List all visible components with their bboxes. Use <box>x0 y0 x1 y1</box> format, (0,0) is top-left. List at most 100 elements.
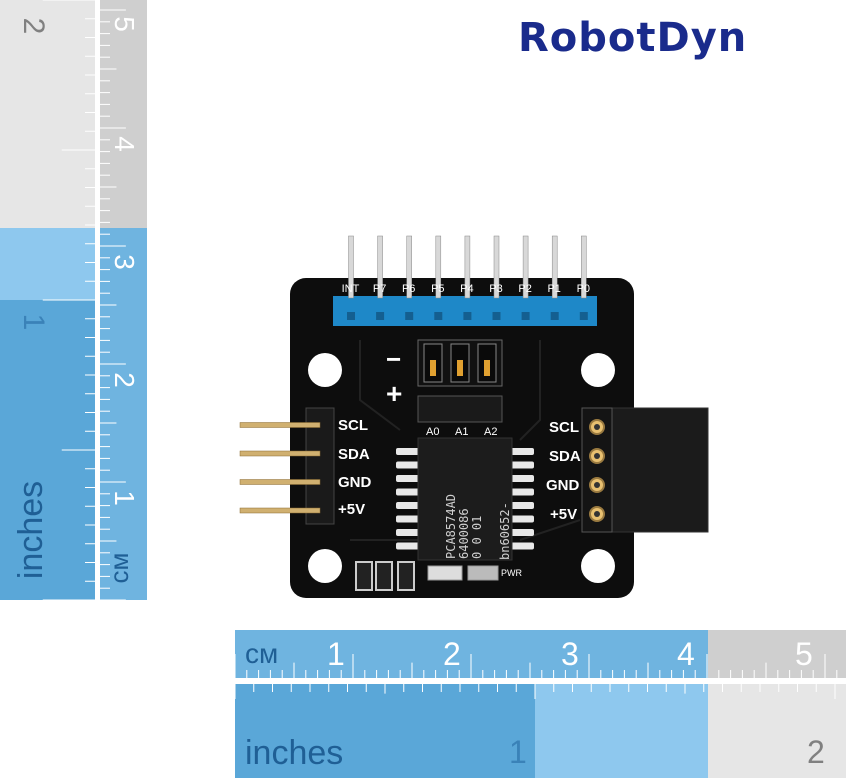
bottom-cm-ruler: см 1 2 3 4 5 <box>235 630 846 678</box>
top-pin <box>493 235 500 299</box>
pcf8574-chip <box>417 437 513 561</box>
mounting-hole-tr <box>581 353 615 387</box>
mounting-hole-bl <box>308 549 342 583</box>
bottom-inch-number-2: 2 <box>807 734 825 770</box>
mounting-hole-tl <box>308 353 342 387</box>
top-pin <box>435 235 442 299</box>
jumper-contact <box>457 360 463 376</box>
top-header-label: P4 <box>460 283 474 295</box>
ic-lead-right <box>510 461 534 469</box>
ic-lead-right <box>510 515 534 523</box>
top-pin-base <box>463 312 472 320</box>
jumper-label-a1: A1 <box>455 426 469 438</box>
ic-lead-left <box>396 475 420 482</box>
left-pin-label-sda: SDA <box>338 446 370 463</box>
chip-line-3: 0 0 01 <box>470 515 484 559</box>
smd-resistor-1 <box>355 561 373 591</box>
top-pin <box>581 235 587 299</box>
ic-lead-left <box>396 488 420 496</box>
right-pin-label-gnd: GND <box>546 477 580 494</box>
bottom-cm-label: см <box>245 638 279 669</box>
brand-logo-text: RobotDyn <box>518 15 748 61</box>
right-pin-hole <box>594 453 600 459</box>
plus-label: + <box>386 378 403 409</box>
top-pin-base <box>550 312 559 320</box>
right-pin-hole <box>594 482 600 488</box>
ic-lead-right <box>510 542 534 550</box>
top-header-label: P6 <box>401 283 416 295</box>
ic-lead-right <box>510 448 534 455</box>
ic-leads <box>396 448 534 550</box>
top-header-label: P1 <box>547 283 561 295</box>
minus-label: − <box>386 344 402 374</box>
top-pin <box>522 235 529 299</box>
bottom-cm-number-1: 1 <box>327 636 345 672</box>
right-pin-hole <box>594 511 600 517</box>
ic-lead-left <box>396 448 420 455</box>
right-pin-label-5v: +5V <box>550 506 578 523</box>
left-pin-label-scl: SCL <box>338 417 368 434</box>
top-header-label: P5 <box>431 283 445 295</box>
top-header-plastic <box>333 296 597 326</box>
top-pin-base <box>376 312 385 320</box>
left-cm-ruler: 5 4 3 2 1 см <box>100 0 147 600</box>
jumper-lower-pins <box>417 395 503 423</box>
jumper-label-a0: A0 <box>426 426 440 438</box>
chip-marking: PCA8574AD 6400086 0 0 01 <box>444 441 485 559</box>
pcb-artwork <box>239 235 709 598</box>
left-pin-label-gnd: GND <box>338 474 372 491</box>
pcb-traces <box>350 340 581 541</box>
bottom-cm-ticks <box>235 654 838 678</box>
top-pin-base <box>405 312 414 320</box>
left-cm-ticks <box>100 9 126 600</box>
bottom-cm-number-5: 5 <box>795 636 813 672</box>
top-pin-base <box>347 312 355 320</box>
top-header-pins <box>347 235 588 320</box>
right-pin-label-scl: SCL <box>549 419 579 436</box>
bottom-inch-ruler: inches 1 2 <box>235 684 846 778</box>
bottom-cm-number-4: 4 <box>677 636 695 672</box>
right-header-pins <box>589 419 605 522</box>
top-header-label: P2 <box>518 283 532 295</box>
left-inch-ticks <box>42 0 95 600</box>
top-pin <box>464 235 471 299</box>
top-pin-base <box>434 312 443 320</box>
top-pin <box>406 235 412 299</box>
top-pin-base <box>579 312 588 320</box>
smd-led <box>427 565 463 581</box>
pwr-label: PWR <box>501 568 522 578</box>
smd-resistor-4 <box>467 565 499 581</box>
bottom-inch-ticks <box>235 684 836 699</box>
left-inch-ruler: 2 1 inches <box>0 0 95 600</box>
left-pin <box>239 507 321 514</box>
bottom-inch-label: inches <box>245 734 344 772</box>
top-pin <box>348 235 354 299</box>
ic-lead-left <box>396 529 420 536</box>
left-pin <box>239 479 321 485</box>
top-header-label: P0 <box>576 283 591 295</box>
mounting-hole-br <box>581 549 615 583</box>
ic-lead-left <box>396 502 420 509</box>
ic-lead-right <box>510 475 534 482</box>
right-pin-hole <box>594 424 600 430</box>
jumper-label-a2: A2 <box>484 426 498 438</box>
top-header-label: INT <box>341 283 360 295</box>
jumper-contact <box>430 360 436 376</box>
top-pin-base <box>492 312 501 320</box>
bottom-cm-number-2: 2 <box>443 636 461 672</box>
jumper-contact <box>484 360 490 376</box>
chip-line-4: bn60652- <box>498 502 512 560</box>
ic-lead-left <box>396 542 420 550</box>
top-header-label: P7 <box>372 283 387 295</box>
ic-lead-right <box>510 502 534 509</box>
left-pin-label-5v: +5V <box>338 501 366 518</box>
top-pin <box>377 235 383 299</box>
top-pin-base <box>521 312 530 320</box>
right-connector-housing <box>609 407 709 533</box>
ic-lead-left <box>396 515 420 523</box>
right-pin-label-sda: SDA <box>549 448 581 465</box>
ic-lead-left <box>396 461 420 469</box>
bottom-cm-number-3: 3 <box>561 636 579 672</box>
ic-lead-right <box>510 488 534 496</box>
